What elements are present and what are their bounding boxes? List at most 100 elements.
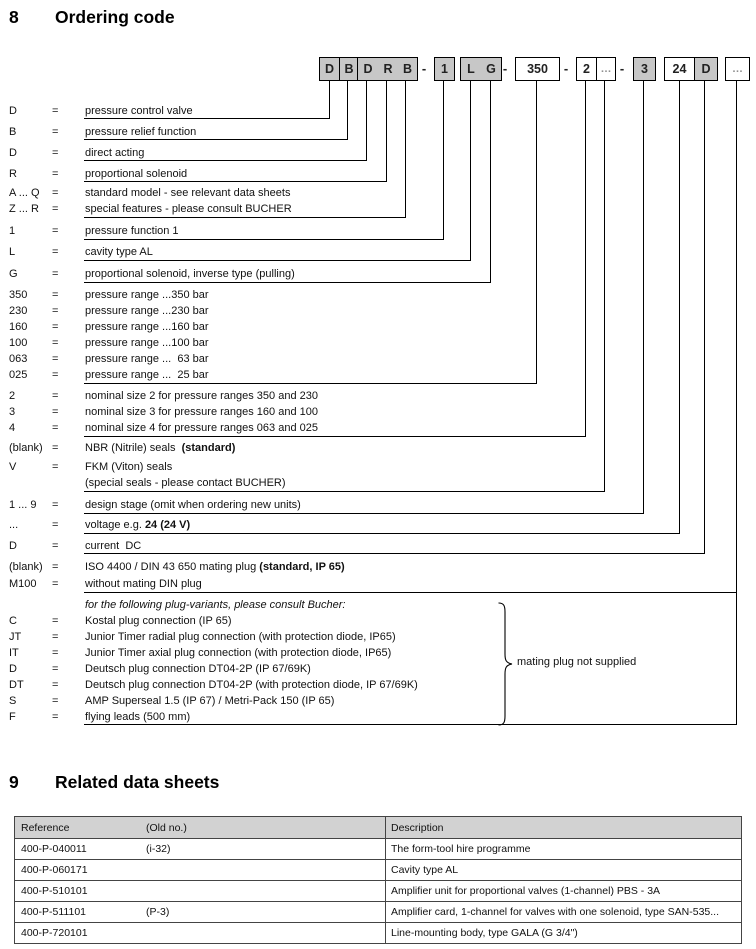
code-row-description: pressure range ...100 bar <box>85 337 209 349</box>
code-row-label: V <box>9 461 17 473</box>
code-row-description: NBR (Nitrile) seals (standard) <box>85 442 236 454</box>
ordering-code-row: R=proportional solenoid <box>0 167 756 182</box>
connector-underline <box>84 491 605 492</box>
table-column-divider <box>385 902 386 922</box>
code-row-label: L <box>9 246 16 258</box>
ordering-code-row: L=cavity type AL <box>0 245 756 260</box>
table-column-divider <box>385 923 386 943</box>
ordering-code-row: 1 ... 9=design stage (omit when ordering… <box>0 498 756 513</box>
connector-underline <box>84 436 586 437</box>
connector-vertical-line <box>679 81 680 533</box>
code-row-equals: = <box>52 499 59 511</box>
ordering-code-box: 350 <box>515 57 560 81</box>
code-row-label: JT <box>9 631 22 643</box>
code-row-description: without mating DIN plug <box>85 578 202 590</box>
code-box-cell: L <box>461 58 481 80</box>
code-row-label: 100 <box>9 337 28 349</box>
ordering-code-row: 025=pressure range ... 25 bar <box>0 368 756 383</box>
code-row-equals: = <box>52 422 59 434</box>
table-cell: 400-P-511101 <box>21 906 86 918</box>
code-row-label: D <box>9 663 17 675</box>
connector-vertical-line <box>443 81 444 239</box>
code-row-label: S <box>9 695 17 707</box>
connector-underline <box>84 533 680 534</box>
table-column-divider <box>385 839 386 859</box>
code-row-description: AMP Superseal 1.5 (IP 67) / Metri-Pack 1… <box>85 695 335 707</box>
connector-vertical-line <box>329 81 330 118</box>
table-header-cell: Description <box>391 821 444 834</box>
code-row-description: direct acting <box>85 147 145 159</box>
connector-underline <box>84 592 737 593</box>
connector-vertical-line <box>470 81 471 260</box>
table-cell: Amplifier unit for proportional valves (… <box>391 885 661 897</box>
table-column-divider <box>385 817 386 838</box>
connector-underline <box>84 513 644 514</box>
ordering-code-row: (blank)=NBR (Nitrile) seals (standard) <box>0 441 756 456</box>
code-row-equals: = <box>52 289 59 301</box>
code-row-label: A ... Q <box>9 187 40 199</box>
code-row-equals: = <box>52 561 59 573</box>
brace-note: mating plug not supplied <box>517 656 637 668</box>
code-row-label: 025 <box>9 369 28 381</box>
ordering-code-row: A ... Q=standard model - see relevant da… <box>0 186 756 201</box>
code-row-description: Junior Timer radial plug connection (wit… <box>85 631 396 643</box>
code-row-equals: = <box>52 337 59 349</box>
code-box-cell: 1 <box>435 58 454 80</box>
ordering-code-row: D=current DC <box>0 539 756 554</box>
code-row-label: R <box>9 168 17 180</box>
ordering-code-row: DT=Deutsch plug connection DT04-2P (with… <box>0 678 756 693</box>
table-header-cell: Reference <box>21 821 70 834</box>
table-cell: 400-P-720101 <box>21 927 88 939</box>
code-row-equals: = <box>52 147 59 159</box>
table-cell: Cavity type AL <box>391 864 459 876</box>
code-row-equals: = <box>52 305 59 317</box>
table-row: 400-P-511101(P-3)Amplifier card, 1-chann… <box>15 901 741 922</box>
code-row-equals: = <box>52 578 59 590</box>
code-row-equals: = <box>52 615 59 627</box>
code-row-equals: = <box>52 631 59 643</box>
ordering-code-row: D=Deutsch plug connection DT04-2P (IP 67… <box>0 662 756 677</box>
table-cell: 400-P-040011 <box>21 843 87 855</box>
ordering-code-box: D <box>319 57 340 81</box>
code-box-cell: … <box>732 63 743 75</box>
ordering-code-row: B=pressure relief function <box>0 125 756 140</box>
ordering-code-row: 230=pressure range ...230 bar <box>0 304 756 319</box>
code-row-equals: = <box>52 246 59 258</box>
code-row-description: design stage (omit when ordering new uni… <box>85 499 301 511</box>
code-separator-dash: - <box>619 61 625 76</box>
ordering-code-row: Z ... R=special features - please consul… <box>0 202 756 217</box>
code-row-description: Deutsch plug connection DT04-2P (IP 67/6… <box>85 663 311 675</box>
code-row-label: G <box>9 268 18 280</box>
code-row-description: Deutsch plug connection DT04-2P (with pr… <box>85 679 418 691</box>
ordering-code-row: C=Kostal plug connection (IP 65) <box>0 614 756 629</box>
code-row-equals: = <box>52 406 59 418</box>
code-row-label: 230 <box>9 305 28 317</box>
section9-title: Related data sheets <box>55 772 220 792</box>
connector-vertical-line <box>405 81 406 217</box>
ordering-code-row: (special seals - please contact BUCHER) <box>0 476 756 491</box>
ordering-code-row: 4=nominal size 4 for pressure ranges 063… <box>0 421 756 436</box>
ordering-code-row: 350=pressure range ...350 bar <box>0 288 756 303</box>
code-box-cell: B <box>340 58 358 80</box>
code-row-description: pressure range ...160 bar <box>85 321 209 333</box>
code-row-label: (blank) <box>9 561 43 573</box>
connector-underline <box>84 282 491 283</box>
code-box-cell: 2 <box>583 62 590 76</box>
table-cell: (i-32) <box>146 843 171 855</box>
code-row-equals: = <box>52 461 59 473</box>
code-row-label: M100 <box>9 578 37 590</box>
code-row-description: proportional solenoid, inverse type (pul… <box>85 268 295 280</box>
code-box-cell: B <box>398 58 417 80</box>
ordering-code-row: 1=pressure function 1 <box>0 224 756 239</box>
connector-underline <box>84 260 471 261</box>
code-row-equals: = <box>52 268 59 280</box>
connector-vertical-line <box>536 81 537 383</box>
ordering-code-box: … <box>725 57 750 81</box>
code-box-cell: R <box>378 58 398 80</box>
code-separator-dash: - <box>502 61 508 76</box>
code-row-description: pressure control valve <box>85 105 193 117</box>
code-row-label: 4 <box>9 422 16 434</box>
